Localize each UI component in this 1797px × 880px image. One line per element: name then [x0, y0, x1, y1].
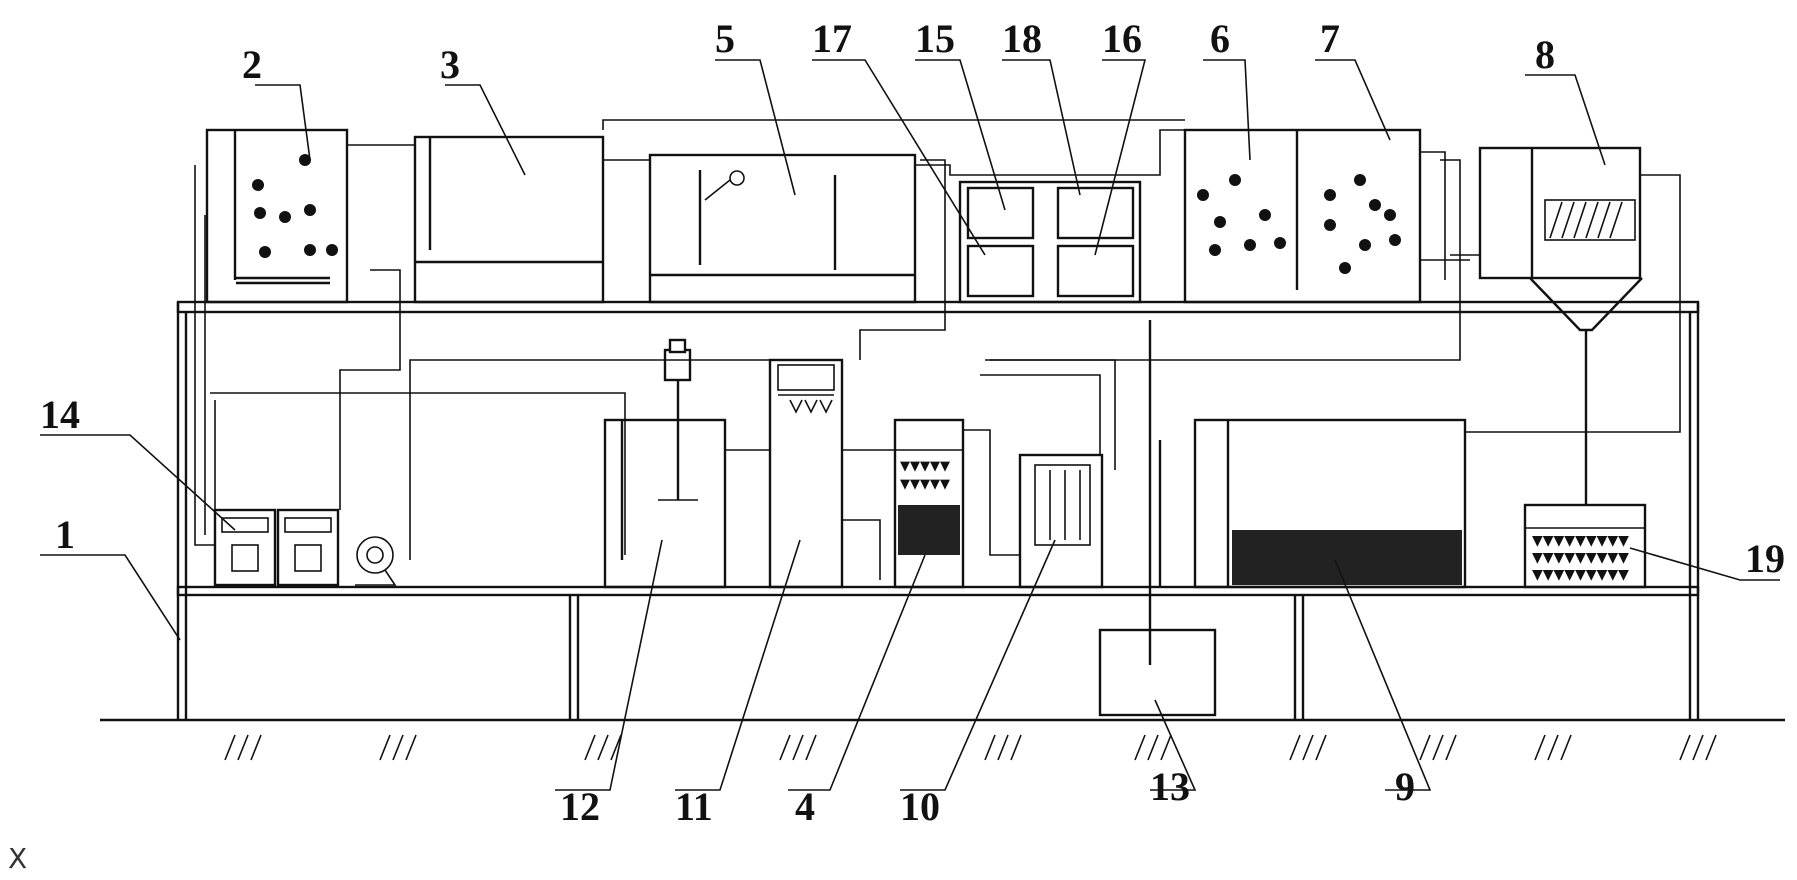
- label-17: 17: [812, 16, 852, 61]
- label-18: 18: [1002, 16, 1042, 61]
- svg-text:▼▼▼▼▼▼▼▼▼: ▼▼▼▼▼▼▼▼▼: [1532, 550, 1629, 566]
- tank-3: [413, 135, 605, 304]
- label-13: 13: [1150, 764, 1190, 809]
- labels: 2 3 5 17 15 18 16 6 7 8 14 1 19 12 11 4 …: [40, 16, 1785, 829]
- pipes: [194, 119, 1681, 580]
- tank-11: [768, 358, 844, 589]
- label-3: 3: [440, 42, 460, 87]
- tank-9: [1158, 418, 1467, 589]
- pump-14: [213, 508, 397, 587]
- svg-text:▼▼▼▼▼▼▼▼▼: ▼▼▼▼▼▼▼▼▼: [1532, 533, 1629, 549]
- module-panel: [958, 180, 1142, 304]
- svg-text:▼▼▼▼▼▼▼▼▼: ▼▼▼▼▼▼▼▼▼: [1532, 567, 1629, 583]
- tank-5: [648, 153, 917, 304]
- label-11: 11: [675, 784, 713, 829]
- tank-4: ▼▼▼▼▼ ▼▼▼▼▼: [893, 418, 965, 589]
- label-6: 6: [1210, 16, 1230, 61]
- label-1: 1: [55, 512, 75, 557]
- stray-mark: X: [8, 842, 27, 875]
- label-4: 4: [795, 784, 815, 829]
- label-10: 10: [900, 784, 940, 829]
- ground: [100, 718, 1785, 761]
- label-7: 7: [1320, 16, 1340, 61]
- label-9: 9: [1395, 764, 1415, 809]
- svg-text:▼▼▼▼▼: ▼▼▼▼▼: [900, 459, 950, 474]
- tank-2: [205, 128, 349, 304]
- tank-13: [1098, 320, 1217, 717]
- label-15: 15: [915, 16, 955, 61]
- tank-10: [1018, 453, 1104, 589]
- label-14: 14: [40, 392, 80, 437]
- tank-12: [603, 338, 727, 589]
- tank-6-7: [1183, 128, 1422, 304]
- tank-19: ▼▼▼▼▼▼▼▼▼ ▼▼▼▼▼▼▼▼▼ ▼▼▼▼▼▼▼▼▼: [1523, 503, 1647, 589]
- svg-text:▼▼▼▼▼: ▼▼▼▼▼: [900, 477, 950, 492]
- label-16: 16: [1102, 16, 1142, 61]
- label-12: 12: [560, 784, 600, 829]
- label-5: 5: [715, 16, 735, 61]
- tank-8: [1478, 146, 1643, 505]
- leader-lines: [40, 59, 1780, 791]
- label-19: 19: [1745, 536, 1785, 581]
- label-8: 8: [1535, 32, 1555, 77]
- label-2: 2: [242, 42, 262, 87]
